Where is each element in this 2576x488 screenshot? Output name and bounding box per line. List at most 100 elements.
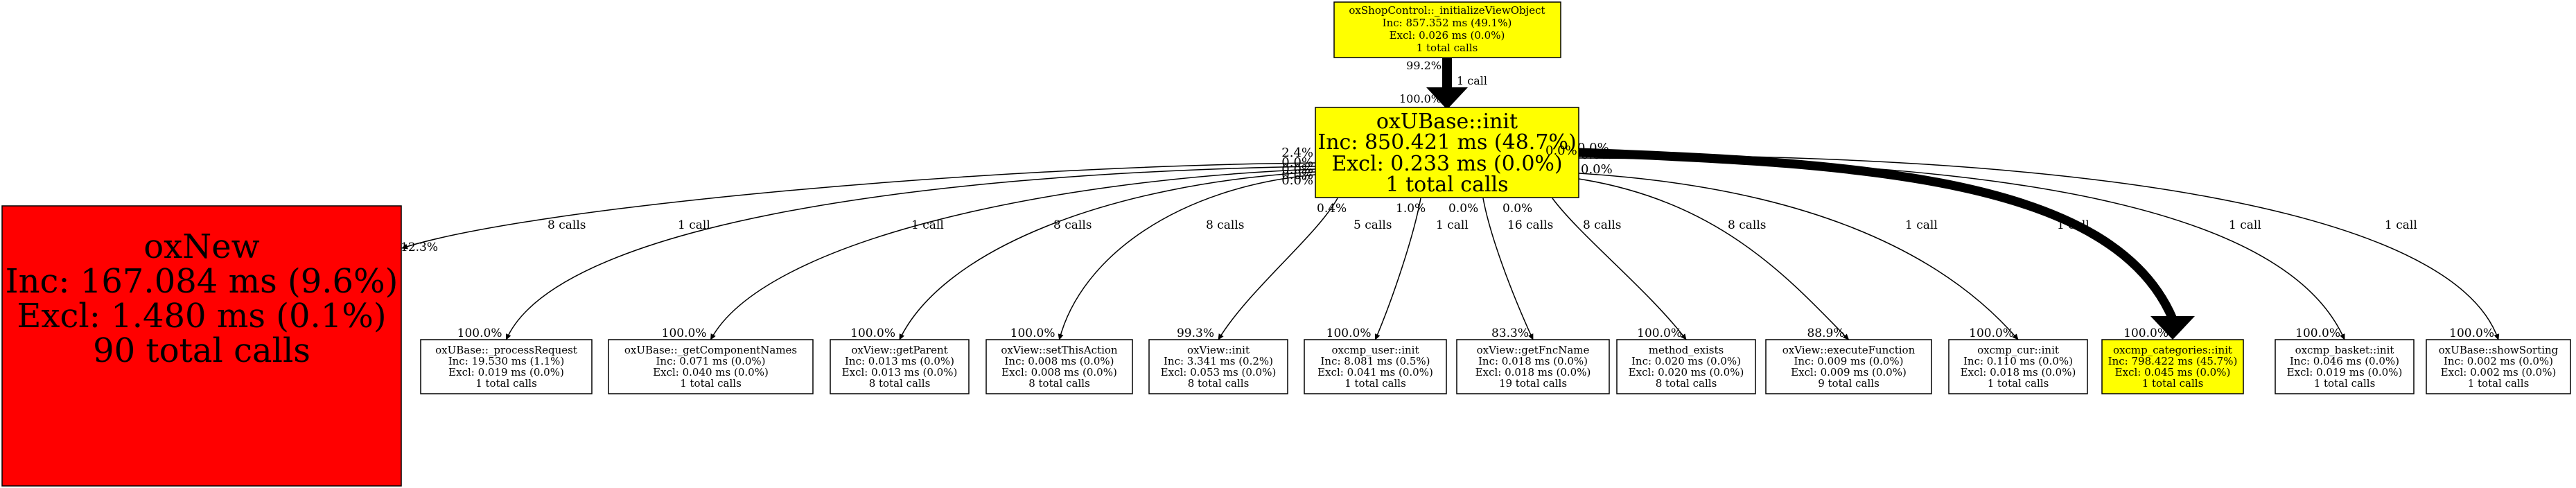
- root-node-excl: Excl: 0.026 ms (0.0%): [1390, 29, 1505, 42]
- child-edge-call-label: 5 calls: [1353, 218, 1392, 232]
- child-edge-head-label: 100.0%: [662, 326, 707, 340]
- root-edge-tail-label: 99.2%: [1406, 59, 1442, 72]
- child-node-excl: Excl: 0.002 ms (0.0%): [2441, 366, 2557, 378]
- child-edge: 8 calls 100.0%: [850, 171, 1316, 340]
- child-edge-head-label: 12.3%: [401, 241, 438, 254]
- child-node-excl: Excl: 0.040 ms (0.0%): [653, 366, 769, 378]
- child-node-excl: Excl: 1.480 ms (0.1%): [17, 297, 386, 336]
- child-edge-call-label: 8 calls: [1206, 218, 1244, 232]
- child-edge-tail-label: 0.0%: [1448, 202, 1478, 216]
- center-node[interactable]: oxUBase::init Inc: 850.421 ms (48.7%) Ex…: [1315, 107, 1579, 198]
- child-edge-head-label: 99.3%: [1177, 326, 1214, 340]
- center-left-tail-label: 0.0%: [1281, 168, 1313, 182]
- child-node-calls: 8 total calls: [1188, 377, 1250, 390]
- child-node-excl: Excl: 0.019 ms (0.0%): [2287, 366, 2403, 378]
- child-node-excl: Excl: 0.019 ms (0.0%): [448, 366, 564, 378]
- center-left-tail-label: 0.0%: [1281, 173, 1313, 188]
- child-edge-call-label: 1 call: [1436, 218, 1469, 232]
- child-node-name: oxcmp_categories::init: [2113, 344, 2232, 356]
- child-edge-head-label: 100.0%: [850, 326, 895, 340]
- child-edge-call-label: 8 calls: [1053, 218, 1092, 232]
- child-node-name: method_exists: [1649, 344, 1724, 356]
- center-right-tail-label: 0.0%: [1545, 143, 1577, 158]
- child-node-calls: 1 total calls: [2142, 377, 2204, 390]
- child-node-excl: Excl: 0.045 ms (0.0%): [2115, 366, 2231, 378]
- child-node-excl: Excl: 0.018 ms (0.0%): [1475, 366, 1591, 378]
- child-node-box: [985, 339, 1133, 394]
- child-edge-call-label: 1 call: [911, 218, 944, 232]
- child-node-inc: Inc: 0.020 ms (0.0%): [1631, 355, 1741, 367]
- root-edge-arrowhead: [1426, 87, 1468, 110]
- child-edge-call-label: 8 calls: [1583, 218, 1621, 232]
- child-node-box: [1304, 339, 1447, 394]
- child-edge-head-label: 88.9%: [1807, 326, 1844, 340]
- child-edge-path: [1578, 148, 2177, 321]
- child-edge-head-label: 100.0%: [457, 326, 502, 340]
- child-node-box: [1616, 339, 1756, 394]
- child-node-box: [1148, 339, 1288, 394]
- root-node[interactable]: oxShopControl::_initializeViewObject Inc…: [1333, 1, 1561, 58]
- child-edge-head-label: 83.3%: [1491, 326, 1529, 340]
- child-node-inc: Inc: 3.341 ms (0.2%): [1164, 355, 1273, 367]
- child-node-box: [830, 339, 970, 394]
- child-node-calls: 90 total calls: [93, 331, 310, 370]
- child-edge: 1 call 100.0%: [1578, 157, 2345, 340]
- child-node-excl: Excl: 0.041 ms (0.0%): [1317, 366, 1433, 378]
- child-edge-path: [1578, 173, 2019, 340]
- child-edge-arrowhead: [2150, 316, 2195, 340]
- child-node-inc: Inc: 0.046 ms (0.0%): [2290, 355, 2399, 367]
- child-node-box: [1, 205, 402, 487]
- child-edge-path: [1578, 157, 2345, 340]
- child-node-calls: 8 total calls: [869, 377, 931, 390]
- child-node-inc: Inc: 0.008 ms (0.0%): [1004, 355, 1114, 367]
- child-node-calls: 1 total calls: [1344, 377, 1406, 390]
- child-edge-head-label: 100.0%: [1010, 326, 1055, 340]
- root-edge-call-label: 1 call: [1457, 74, 1487, 87]
- child-node-box: [2275, 339, 2415, 394]
- center-left-tail-label: 2.4%: [1281, 146, 1313, 160]
- child-edge-path: [899, 171, 1316, 340]
- child-node-excl: Excl: 0.009 ms (0.0%): [1791, 366, 1907, 378]
- child-edge: 1 call 100.0%: [1578, 155, 2500, 340]
- child-node-name: oxUBase::_processRequest: [435, 344, 577, 356]
- child-node-inc: Inc: 0.071 ms (0.0%): [656, 355, 765, 367]
- child-node-calls: 9 total calls: [1818, 377, 1880, 390]
- child-node-box: [1765, 339, 1932, 394]
- child-edge-call-label: 1 call: [2229, 218, 2261, 232]
- center-right-tail-label: 0.0%: [1581, 162, 1613, 177]
- child-edge: 8 calls 12.3%: [401, 162, 1316, 254]
- child-edge-tail-label: 0.0%: [1502, 202, 1532, 216]
- child-node-calls: 1 total calls: [2314, 377, 2376, 390]
- child-node-excl: Excl: 0.008 ms (0.0%): [1001, 366, 1117, 378]
- child-edge: 8 calls 100.0%: [1010, 174, 1316, 340]
- child-node-name: oxView::executeFunction: [1782, 344, 1916, 356]
- child-node-inc: Inc: 0.013 ms (0.0%): [845, 355, 954, 367]
- child-node-box: [1456, 339, 1610, 394]
- child-node-inc: Inc: 798.422 ms (45.7%): [2108, 355, 2238, 367]
- child-edge-head-label: 100.0%: [1637, 326, 1682, 340]
- child-node-name: oxcmp_user::init: [1331, 344, 1419, 356]
- root-to-center-edge: 99.2% 1 call 100.0%: [1399, 58, 1487, 110]
- root-node-box: [1333, 1, 1561, 58]
- child-edge-head-label: 100.0%: [2449, 326, 2494, 340]
- child-edge-path: [1482, 198, 1534, 340]
- child-node-inc: Inc: 19.530 ms (1.1%): [448, 355, 565, 367]
- child-node-name: oxView::getFncName: [1477, 344, 1590, 356]
